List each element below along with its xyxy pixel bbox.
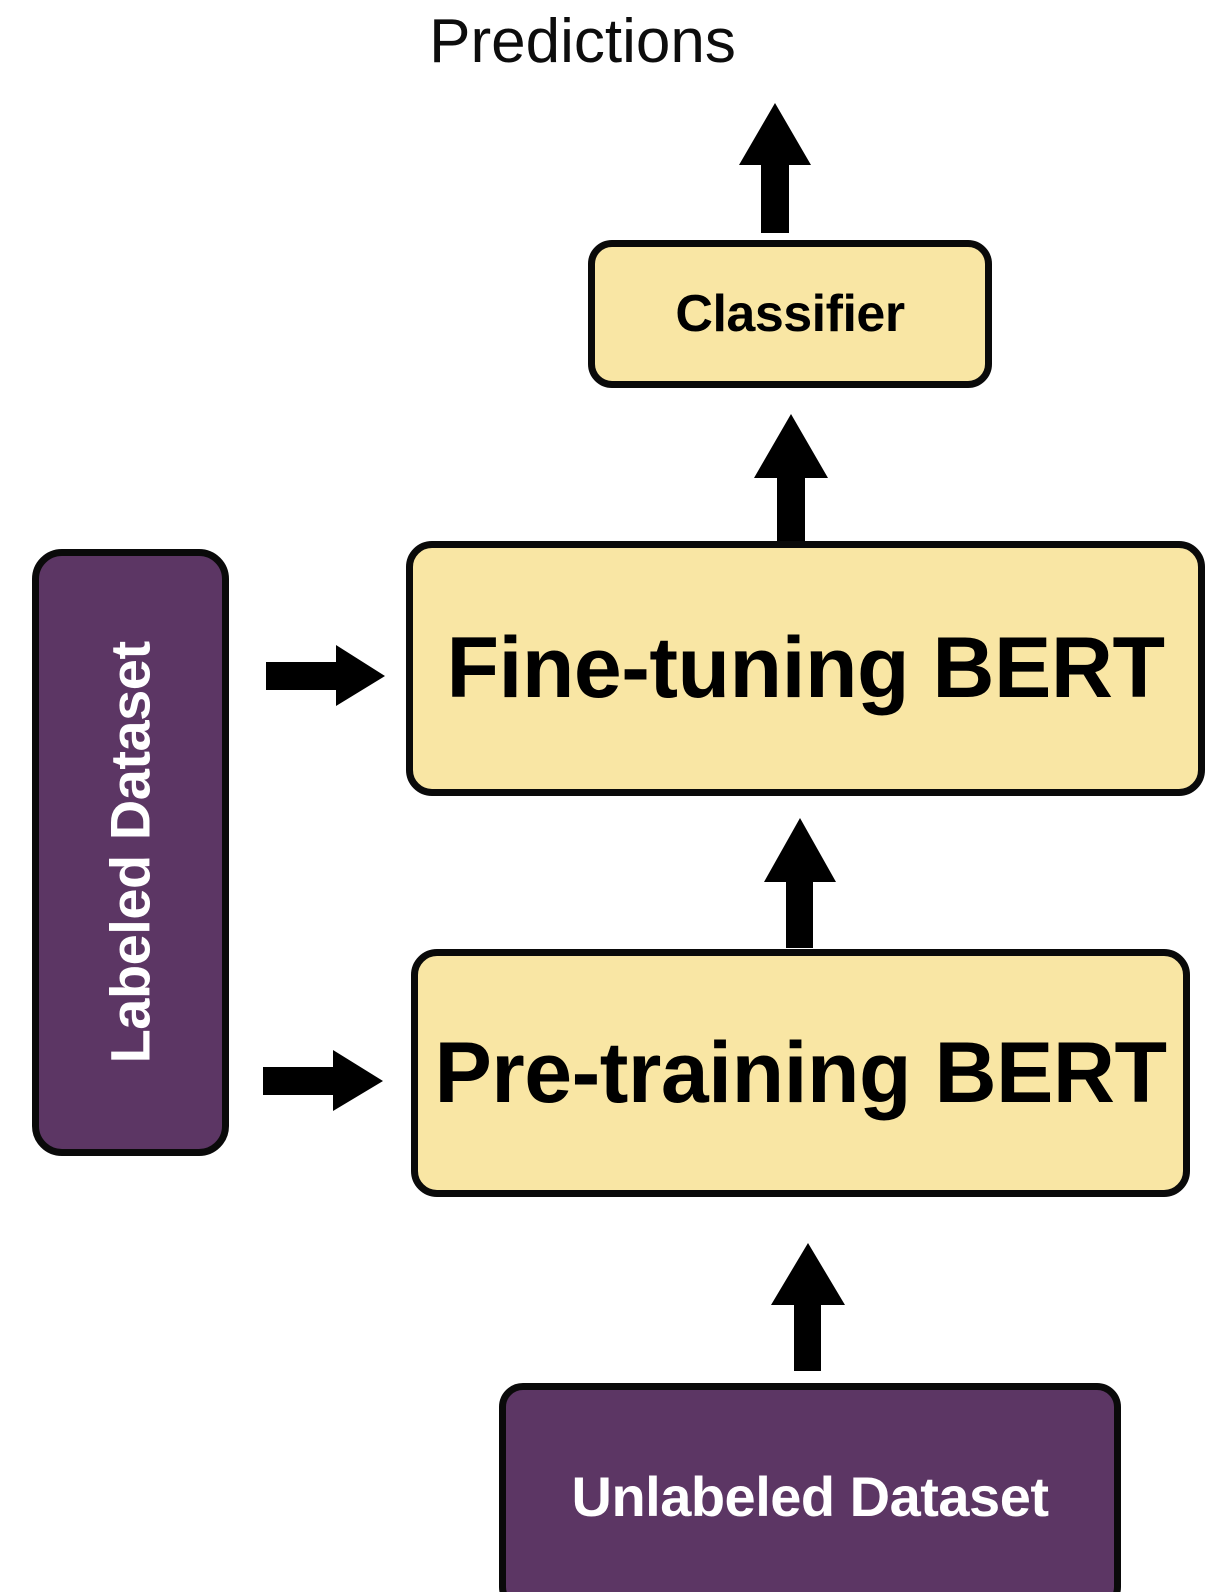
node-classifier[interactable]: Classifier: [588, 240, 992, 388]
arrow-up-icon-classifier-to-predictions: [738, 103, 812, 233]
node-unlabeled-dataset-label: Unlabeled Dataset: [571, 1464, 1050, 1528]
arrow-right-icon-labeled-to-pretraining: [263, 1050, 384, 1112]
arrow-up-icon-unlabeled-to-pretraining: [770, 1243, 846, 1371]
node-pre-training-bert-label: Pre-training BERT: [434, 1024, 1167, 1121]
predictions-label: Predictions: [429, 7, 736, 76]
arrow-right-icon-labeled-to-finetuning: [266, 645, 386, 707]
arrow-up-icon-finetuning-to-classifier: [753, 414, 829, 544]
node-fine-tuning-bert-label: Fine-tuning BERT: [446, 620, 1165, 717]
node-pre-training-bert[interactable]: Pre-training BERT: [411, 949, 1190, 1197]
node-fine-tuning-bert[interactable]: Fine-tuning BERT: [406, 541, 1205, 796]
node-classifier-label: Classifier: [675, 284, 905, 343]
node-unlabeled-dataset[interactable]: Unlabeled Dataset: [499, 1383, 1121, 1592]
node-labeled-dataset-label: Labeled Dataset: [98, 641, 162, 1064]
arrow-up-icon-pretraining-to-finetuning: [763, 818, 837, 948]
node-labeled-dataset[interactable]: Labeled Dataset: [32, 549, 229, 1156]
